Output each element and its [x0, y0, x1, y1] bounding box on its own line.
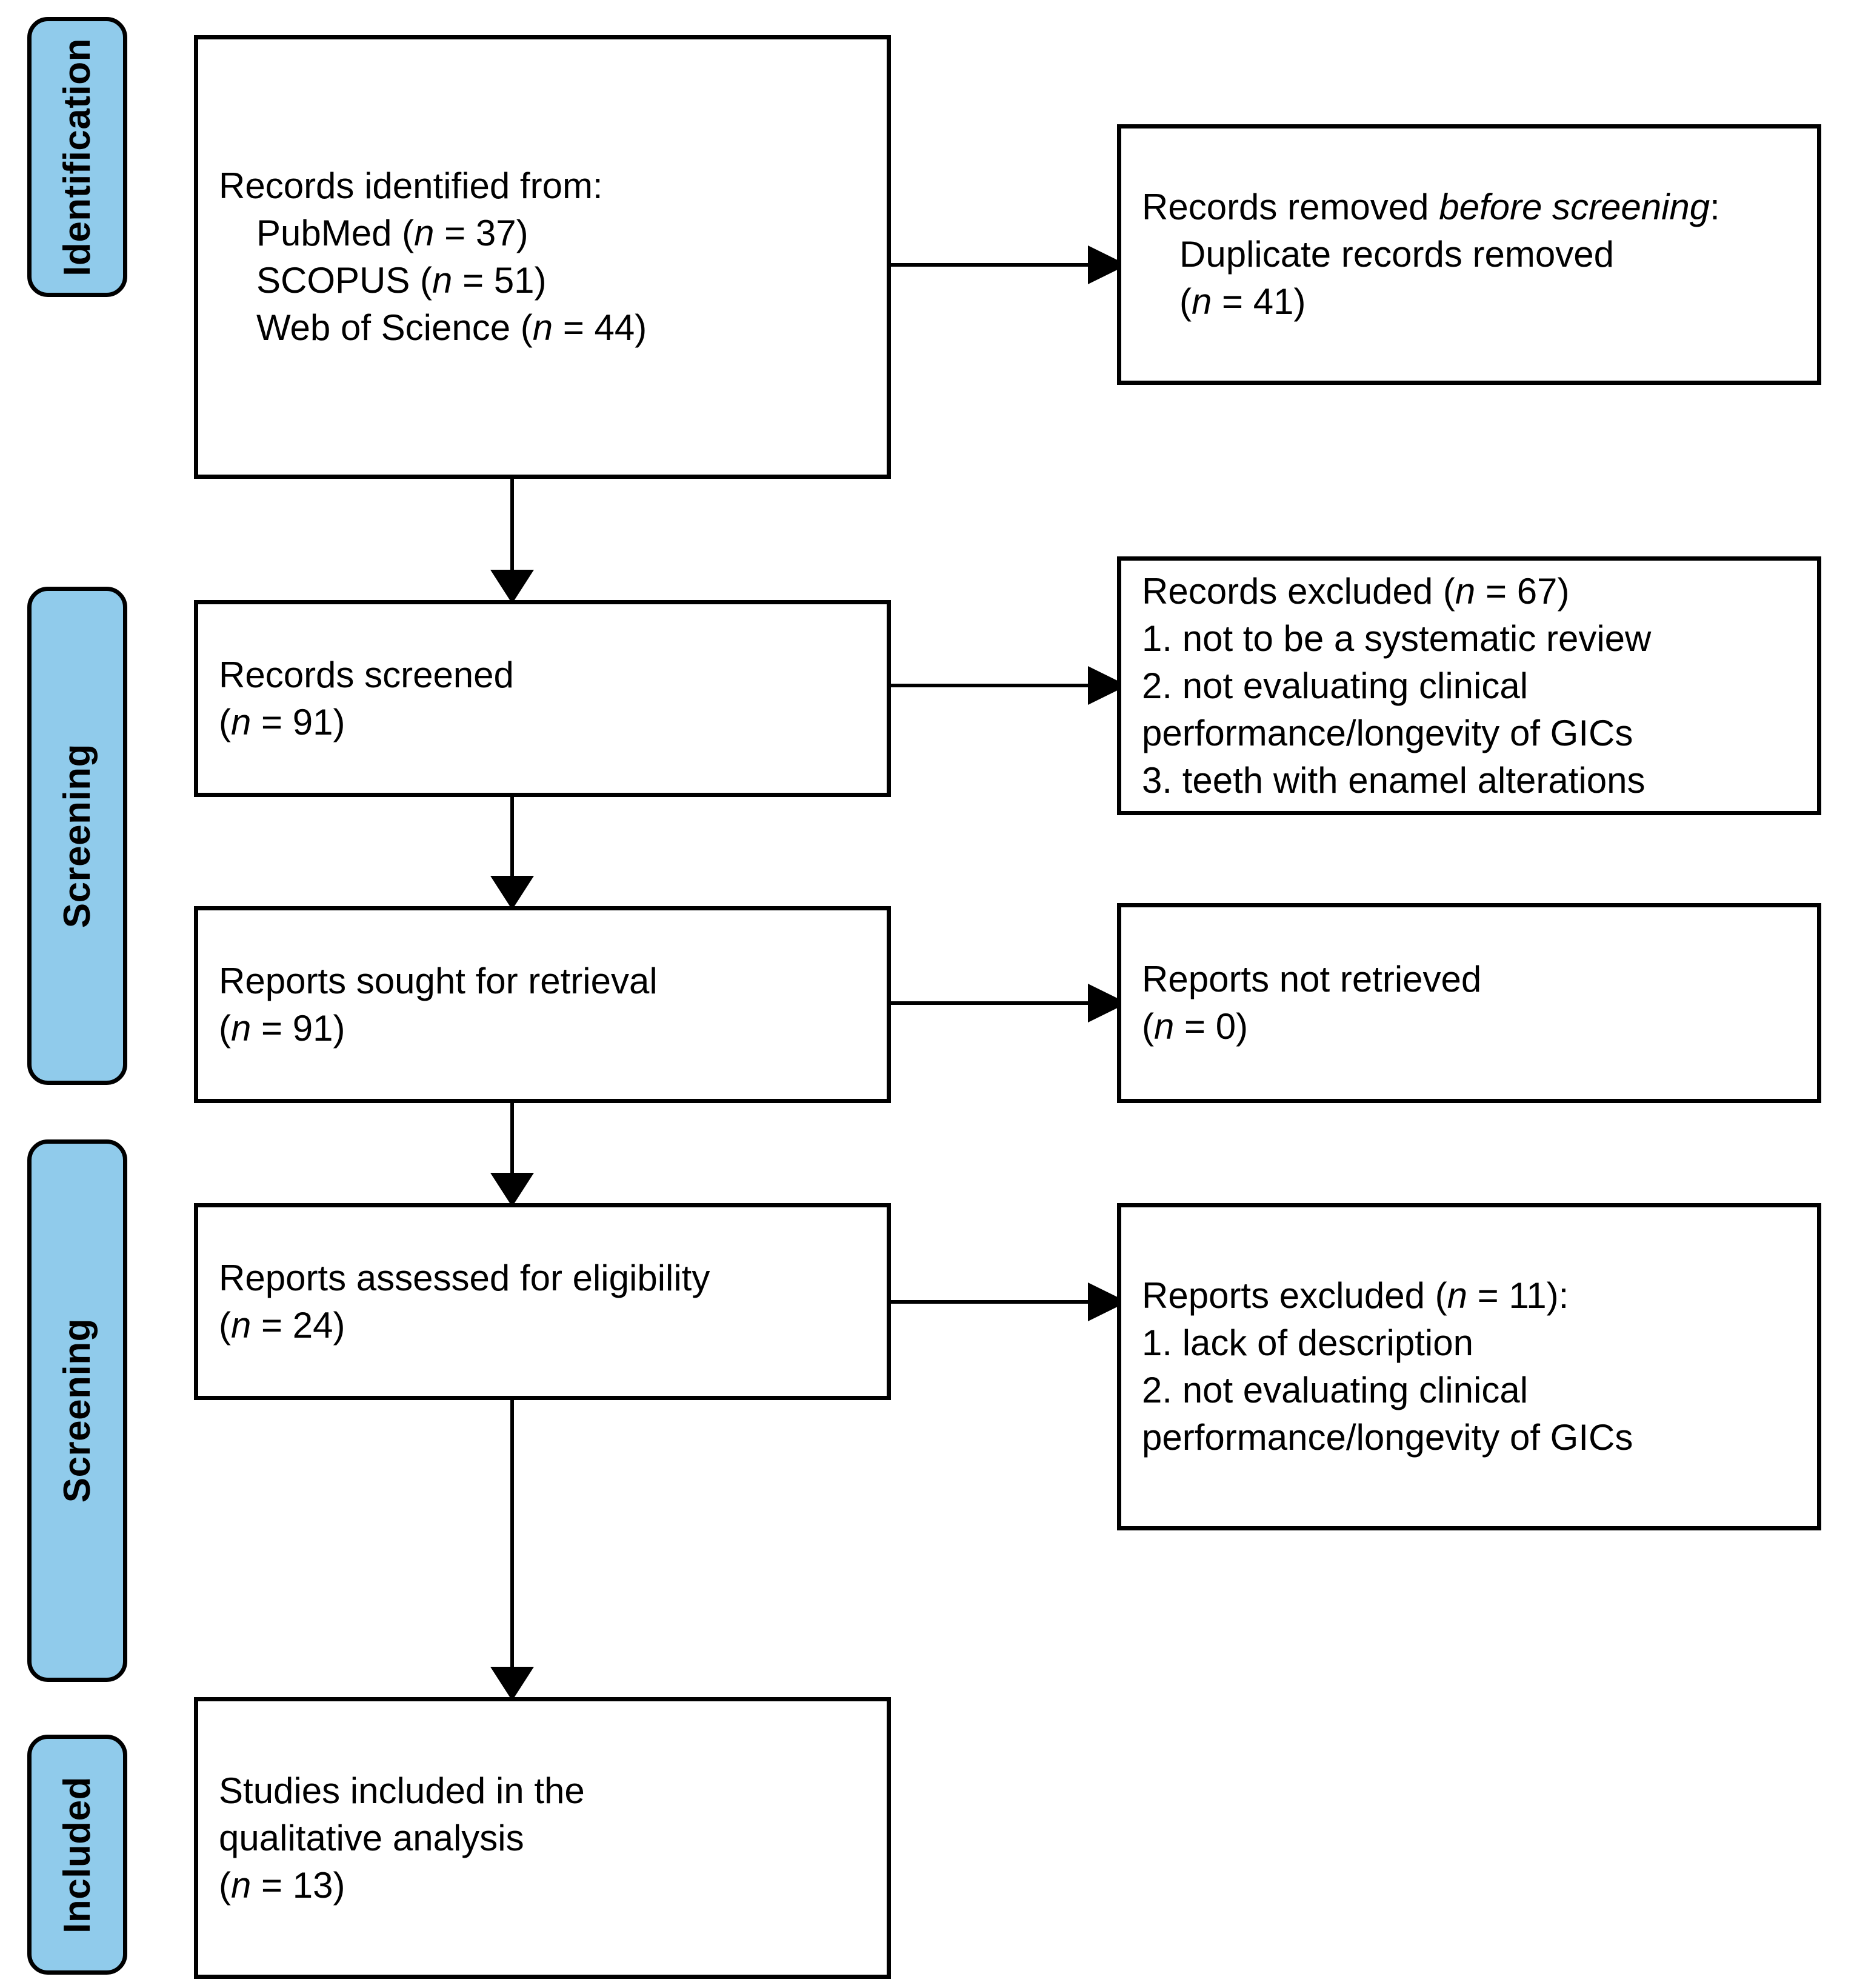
n-symbol: n	[230, 1304, 252, 1346]
n-symbol: n	[1447, 1275, 1467, 1316]
records-screened-n: 91	[292, 701, 333, 742]
stage-tab-identification-label: Identification	[56, 38, 98, 276]
records-removed-heading-colon: :	[1710, 187, 1720, 227]
arrow-screened-to-sought	[490, 797, 534, 910]
n-symbol: n	[1455, 570, 1476, 612]
records-identified-scopus: SCOPUS	[256, 260, 410, 301]
records-removed-item1-n: 41	[1253, 281, 1294, 322]
n-symbol: n	[230, 1007, 252, 1049]
n-symbol: n	[230, 701, 252, 742]
n-symbol: n	[1153, 1006, 1175, 1047]
arrow-sought-to-not-retrieved	[891, 984, 1127, 1022]
reports-excluded-reason-2: 2. not evaluating clinical	[1142, 1370, 1529, 1410]
records-identified-line1: Records identified from:	[219, 165, 603, 206]
stage-tab-screening-2-label: Screening	[56, 1318, 98, 1503]
records-excluded-reason-2: 2. not evaluating clinical	[1142, 665, 1529, 706]
records-excluded-heading: Records excluded (	[1142, 570, 1455, 612]
box-records-excluded: Records excluded (n = 67)1. not to be a …	[1117, 556, 1821, 815]
studies-included-line2: qualitative analysis	[219, 1817, 524, 1858]
records-removed-heading: Records removed	[1142, 187, 1439, 227]
box-studies-included-text: Studies included in the qualitative analy…	[219, 1770, 585, 1906]
box-reports-excluded-text: Reports excluded (n = 11):1. lack of des…	[1142, 1275, 1633, 1458]
reports-excluded-reason-2-cont: performance/longevity of GICs	[1142, 1417, 1633, 1458]
records-removed-item1: Duplicate records removed	[1179, 234, 1614, 275]
box-records-screened: Records screened(n = 91)	[194, 600, 891, 797]
n-symbol: n	[432, 260, 453, 301]
arrow-screened-to-excluded	[891, 666, 1127, 705]
box-records-removed-before-screening: Records removed before screening: Duplica…	[1117, 124, 1821, 385]
box-reports-assessed-text: Reports assessed for eligibility(n = 24)	[219, 1257, 710, 1346]
stage-tab-included: Included	[27, 1735, 127, 1975]
reports-excluded-heading: Reports excluded (	[1142, 1275, 1447, 1316]
studies-included-n: 13	[292, 1864, 333, 1906]
box-studies-included: Studies included in the qualitative analy…	[194, 1697, 891, 1979]
records-identified-wos-n: 44	[594, 307, 635, 348]
stage-tab-screening-1: Screening	[27, 587, 127, 1085]
records-identified-scopus-n: 51	[493, 260, 535, 301]
box-reports-not-retrieved-text: Reports not retrieved(n = 0)	[1142, 959, 1482, 1047]
studies-included-line1: Studies included in the	[219, 1770, 585, 1811]
arrow-identified-to-screened	[490, 479, 534, 604]
box-records-identified: Records identified from:PubMed (n = 37)S…	[194, 35, 891, 479]
reports-not-retrieved-n: 0	[1215, 1006, 1236, 1047]
reports-excluded-n: 11	[1509, 1275, 1547, 1316]
stage-tab-included-label: Included	[56, 1776, 98, 1933]
arrow-assessed-to-included	[490, 1400, 534, 1701]
reports-assessed-n: 24	[292, 1304, 333, 1346]
stage-tab-screening-2: Screening	[27, 1139, 127, 1682]
n-symbol: n	[532, 307, 553, 348]
box-reports-assessed: Reports assessed for eligibility(n = 24)	[194, 1203, 891, 1400]
records-excluded-n: 67	[1516, 570, 1558, 612]
arrow-identified-to-removed	[891, 245, 1127, 284]
reports-sought-label: Reports sought for retrieval	[219, 960, 658, 1001]
records-identified-pubmed: PubMed	[256, 213, 392, 253]
records-excluded-reason-3: 3. teeth with enamel alterations	[1142, 759, 1646, 801]
reports-sought-n: 91	[292, 1007, 333, 1049]
box-reports-excluded: Reports excluded (n = 11):1. lack of des…	[1117, 1203, 1821, 1530]
stage-tab-screening-1-label: Screening	[56, 743, 98, 929]
box-records-removed-text: Records removed before screening: Duplica…	[1142, 187, 1720, 322]
records-excluded-reason-2-cont: performance/longevity of GICs	[1142, 712, 1633, 753]
reports-excluded-heading-tail: ):	[1546, 1275, 1569, 1316]
n-symbol: n	[414, 213, 435, 253]
box-reports-not-retrieved: Reports not retrieved(n = 0)	[1117, 903, 1821, 1103]
box-records-identified-text: Records identified from:PubMed (n = 37)S…	[219, 165, 647, 348]
n-symbol: n	[230, 1864, 252, 1906]
n-symbol: n	[1191, 281, 1212, 322]
records-excluded-heading-tail: )	[1557, 570, 1570, 612]
reports-excluded-reason-1: 1. lack of description	[1142, 1323, 1473, 1363]
stage-tab-identification: Identification	[27, 17, 127, 297]
reports-not-retrieved-label: Reports not retrieved	[1142, 959, 1482, 999]
records-screened-label: Records screened	[219, 654, 514, 695]
arrow-sought-to-assessed	[490, 1103, 534, 1207]
box-records-screened-text: Records screened(n = 91)	[219, 654, 514, 742]
records-identified-wos: Web of Science	[256, 307, 511, 348]
reports-assessed-label: Reports assessed for eligibility	[219, 1257, 710, 1298]
box-reports-sought: Reports sought for retrieval(n = 91)	[194, 906, 891, 1103]
records-identified-pubmed-n: 37	[475, 213, 516, 253]
box-reports-sought-text: Reports sought for retrieval(n = 91)	[219, 960, 658, 1049]
arrow-assessed-to-reports-excluded	[891, 1283, 1127, 1321]
records-removed-heading-italic: before screening	[1439, 187, 1710, 227]
records-excluded-reason-1: 1. not to be a systematic review	[1142, 618, 1652, 659]
box-records-excluded-text: Records excluded (n = 67)1. not to be a …	[1142, 570, 1652, 801]
